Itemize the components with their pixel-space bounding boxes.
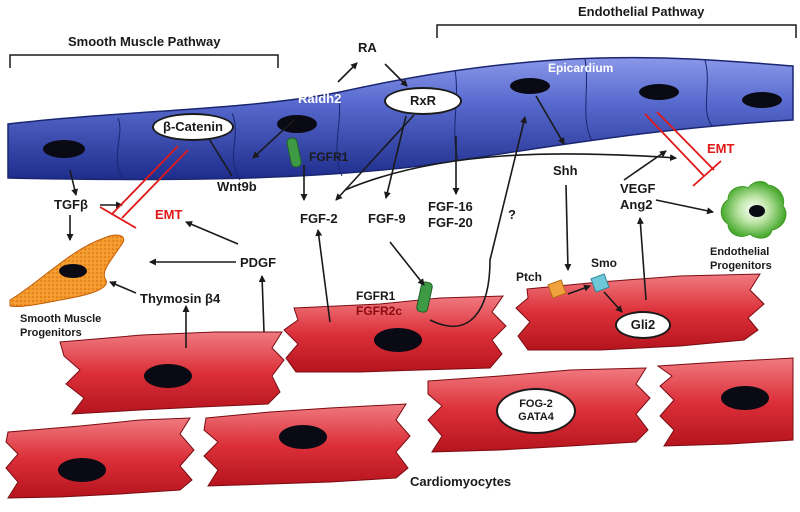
- smooth-muscle-nucleus: [59, 264, 87, 278]
- cardiomyocytes-label: Cardiomyocytes: [410, 474, 512, 489]
- fgf2-label: FGF-2: [300, 211, 338, 226]
- ang2-label: Ang2: [620, 197, 653, 212]
- epicardial-nuclei: [43, 78, 782, 158]
- emt-left-label: EMT: [155, 207, 183, 222]
- endothelial-progenitors-label-2: Progenitors: [710, 260, 772, 272]
- fog2-gata4-oval: FOG-2 GATA4: [496, 388, 576, 434]
- smooth-muscle-progenitors-label-2: Progenitors: [20, 327, 82, 339]
- endothelial-progenitors-label-1: Endothelial: [710, 246, 770, 258]
- smooth-muscle-bracket: [9, 54, 279, 68]
- fgfr-myocardial-receptor: [416, 281, 433, 313]
- ptch-label: Ptch: [516, 270, 543, 284]
- fgf20-label: FGF-20: [428, 215, 473, 230]
- signaling-arrows: [66, 62, 715, 348]
- pdgf-label: PDGF: [240, 255, 277, 270]
- shh-label: Shh: [553, 163, 578, 178]
- rxr-oval: RxR: [384, 87, 462, 115]
- vegf-label: VEGF: [620, 181, 656, 196]
- fgf16-label: FGF-16: [428, 199, 473, 214]
- endothelial-pathway-label: Endothelial Pathway: [578, 4, 705, 19]
- beta-catenin-oval: β-Catenin: [152, 113, 234, 141]
- thymosin-label: Thymosin β4: [140, 291, 221, 306]
- fgfr1-epicardial-receptor: [286, 137, 302, 168]
- emt-inhibition-left: [99, 145, 189, 229]
- smo-receptor: [590, 273, 610, 293]
- emt-inhibition-right: [644, 111, 722, 187]
- epicardium-label: Epicardium: [548, 61, 614, 75]
- gata4-label: GATA4: [518, 411, 554, 423]
- smooth-muscle-pathway-label: Smooth Muscle Pathway: [68, 34, 221, 49]
- wnt9b-label: Wnt9b: [217, 179, 257, 194]
- smo-label: Smo: [591, 256, 618, 270]
- emt-right-label: EMT: [707, 141, 735, 156]
- raldh2-label: Raldh2: [298, 91, 342, 106]
- fgfr2c-label: FGFR2c: [356, 304, 403, 318]
- ptch-receptor: [547, 279, 567, 299]
- question-label: ?: [508, 207, 516, 222]
- tgfb-label: TGFβ: [54, 197, 88, 212]
- fgfr1-epicardial-label: FGFR1: [309, 150, 349, 164]
- smooth-muscle-progenitors-label-1: Smooth Muscle: [20, 313, 102, 325]
- endothelial-nucleus: [749, 205, 765, 217]
- fog2-label: FOG-2: [519, 398, 553, 411]
- fgf9-label: FGF-9: [368, 211, 406, 226]
- endothelial-bracket: [436, 24, 797, 38]
- gli2-oval: Gli2: [615, 311, 671, 339]
- fgfr1-myocardial-label: FGFR1: [356, 289, 396, 303]
- epicardium-layer: [7, 56, 794, 181]
- ra-label: RA: [358, 40, 377, 55]
